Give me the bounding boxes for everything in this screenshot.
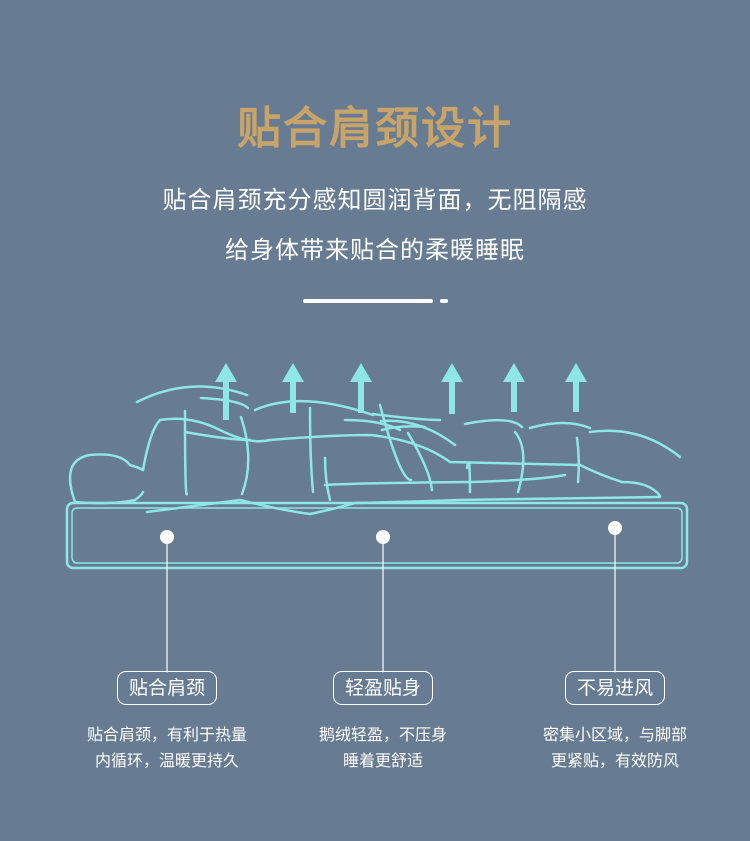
mattress-pad <box>65 501 689 570</box>
feature-desc-shoulder: 贴合肩颈，有利于热量 内循环，温暖更持久 <box>52 722 282 774</box>
quilt-body-illustration <box>65 363 689 673</box>
desc-line: 密集小区域，与脚部 <box>542 725 687 744</box>
subtitle-line-2: 给身体带来贴合的柔暖睡眠 <box>225 236 525 264</box>
page-title: 贴合肩颈设计 <box>237 103 513 154</box>
feature-desc-windproof: 密集小区域，与脚部 更紧贴，有效防风 <box>500 722 730 774</box>
body-outline <box>68 417 662 516</box>
feature-label-light: 轻盈贴身 <box>332 671 434 705</box>
divider-dot <box>440 299 448 303</box>
divider-bar <box>303 299 433 303</box>
feature-desc-light: 鹅绒轻盈，不压身 睡着更舒适 <box>268 722 498 774</box>
desc-line: 内循环，温暖更持久 <box>94 751 239 770</box>
pointer-dots <box>160 521 622 544</box>
desc-line: 更紧贴，有效防风 <box>550 751 679 770</box>
feature-label-windproof: 不易进风 <box>564 671 666 705</box>
desc-line: 鹅绒轻盈，不压身 <box>318 725 447 744</box>
pointer-lines <box>166 527 616 673</box>
quilt-outline <box>135 385 682 496</box>
feature-label-shoulder: 贴合肩颈 <box>116 671 218 705</box>
subtitle-line-1: 贴合肩颈充分感知圆润背面，无阻隔感 <box>162 186 588 214</box>
up-arrows <box>215 363 587 420</box>
desc-line: 贴合肩颈，有利于热量 <box>86 725 247 744</box>
desc-line: 睡着更舒适 <box>342 751 423 770</box>
